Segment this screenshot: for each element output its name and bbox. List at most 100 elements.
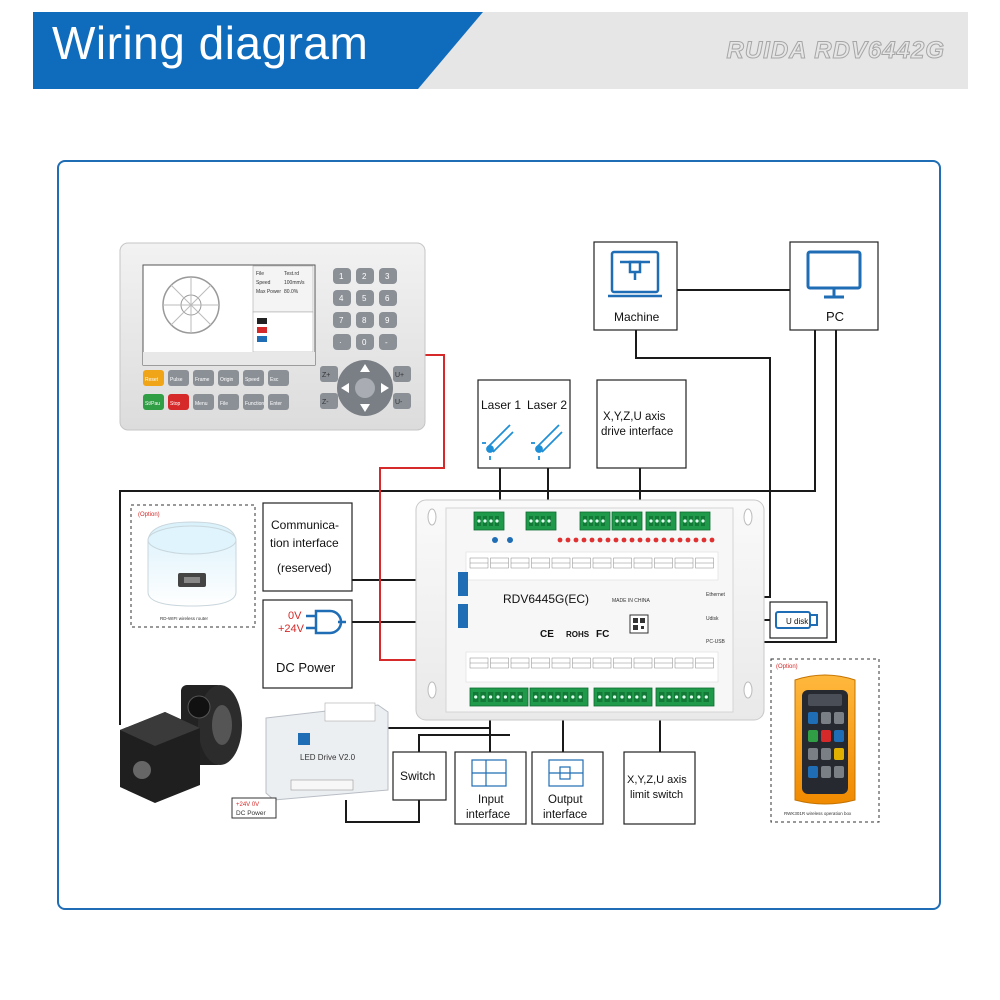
keypad-key: · bbox=[333, 334, 351, 350]
panel-status-speed: Speed bbox=[256, 280, 271, 286]
input-label-line2: interface bbox=[466, 809, 510, 821]
panel-key: Pulse bbox=[168, 370, 189, 386]
led-indicator bbox=[653, 537, 659, 543]
bottom-terminals bbox=[469, 687, 715, 707]
pc-label: PC bbox=[826, 309, 844, 324]
handbox-key bbox=[808, 748, 818, 760]
led-indicator bbox=[605, 537, 611, 543]
fc-mark: FC bbox=[596, 629, 609, 640]
panel-key: Reset bbox=[143, 370, 164, 386]
panel-status-speed-value: 100mm/s bbox=[284, 280, 305, 286]
led-indicator bbox=[557, 537, 563, 543]
keypad-key-label: 0 bbox=[362, 338, 367, 347]
made-in-label: MADE IN CHINA bbox=[612, 598, 650, 604]
drive-label-line2: drive interface bbox=[601, 426, 673, 438]
keypad-key-label: 3 bbox=[385, 272, 390, 281]
led-indicator bbox=[613, 537, 619, 543]
status-leds bbox=[492, 537, 715, 543]
axis-key-z-minus: Z- bbox=[322, 399, 329, 406]
handbox-key bbox=[821, 730, 831, 742]
usb-stick-icon bbox=[775, 611, 818, 629]
port-udisk: Udisk bbox=[706, 616, 719, 622]
laser-box: Laser 1 Laser 2 bbox=[477, 379, 571, 469]
optocoupler-icon bbox=[471, 759, 507, 787]
led-indicator bbox=[685, 537, 691, 543]
panel-status-power-value: 80.0% bbox=[284, 289, 299, 295]
axis-key-z-plus: Z+ bbox=[322, 372, 330, 379]
keypad-key: 7 bbox=[333, 312, 351, 328]
switch-box: Switch bbox=[392, 751, 447, 801]
panel-key-label: File bbox=[220, 401, 228, 407]
keypad-key-label: 7 bbox=[339, 316, 344, 325]
terminal-block bbox=[645, 511, 677, 531]
keypad-key: 3 bbox=[379, 268, 397, 284]
keypad-key: 2 bbox=[356, 268, 374, 284]
keypad-key-label: 5 bbox=[362, 294, 367, 303]
laser1-label: Laser 1 bbox=[481, 398, 521, 412]
machine-box: Machine bbox=[593, 241, 678, 331]
comm-label-line1: Communica- bbox=[271, 518, 339, 532]
output-interface-box: Output interface bbox=[531, 751, 604, 825]
handbox-key bbox=[808, 730, 818, 742]
panel-wires bbox=[379, 354, 446, 661]
power-24v-label: +24V bbox=[278, 623, 305, 635]
wire-led-switch bbox=[345, 800, 420, 823]
panel-key-label: Stop bbox=[170, 401, 181, 407]
led-indicator bbox=[629, 537, 635, 543]
wire-pc-usb bbox=[733, 330, 837, 643]
panel-status-file-value: Test.rd bbox=[284, 271, 299, 277]
panel-key-label: Frame bbox=[195, 377, 210, 383]
led-indicator bbox=[597, 537, 603, 543]
drive-label-line1: X,Y,Z,U axis bbox=[603, 411, 666, 423]
handbox-key bbox=[821, 766, 831, 778]
router-caption: RD-WIFI wireless router bbox=[160, 616, 209, 621]
model-watermark: RUIDA RDV6442G bbox=[726, 37, 945, 65]
led-indicator bbox=[589, 537, 595, 543]
terminal-block bbox=[611, 511, 643, 531]
input-label-line1: Input bbox=[478, 794, 504, 806]
panel-key-label: St/Pau bbox=[145, 401, 160, 407]
comm-label-line3: (reserved) bbox=[277, 561, 332, 575]
panel-key-label: Enter bbox=[270, 401, 282, 407]
panel-key-label: Speed bbox=[245, 377, 260, 383]
axis-key-u-minus: U- bbox=[395, 399, 403, 406]
led-indicator bbox=[693, 537, 699, 543]
keypad-key-label: 2 bbox=[362, 272, 367, 281]
router-option-label: (Option) bbox=[138, 512, 160, 518]
led-indicator bbox=[573, 537, 579, 543]
keypad-key-label: 4 bbox=[339, 294, 344, 303]
axis-key-u-plus: U+ bbox=[395, 372, 404, 379]
machine-label: Machine bbox=[614, 310, 660, 324]
panel-key-label: Esc bbox=[270, 377, 279, 383]
keypad-key-label: · bbox=[339, 338, 342, 347]
keypad-key: 5 bbox=[356, 290, 374, 306]
handbox-key bbox=[834, 730, 844, 742]
terminal-block bbox=[679, 511, 711, 531]
panel-key: Esc bbox=[268, 370, 289, 386]
handbox-key bbox=[834, 712, 844, 724]
drive-interface-box: X,Y,Z,U axis drive interface bbox=[596, 379, 687, 469]
controller-board: RDV6445G(EC) MADE IN CHINA CE ROHS FC Et… bbox=[415, 499, 765, 721]
udisk-label: U disk bbox=[786, 617, 809, 626]
terminal-block bbox=[473, 511, 505, 531]
led-drive-title: LED Drive V2.0 bbox=[300, 753, 356, 762]
panel-key-label: Reset bbox=[145, 377, 159, 383]
terminal-block bbox=[593, 687, 653, 707]
led-indicator bbox=[565, 537, 571, 543]
panel-status-power: Max Power bbox=[256, 289, 281, 295]
panel-key-label: Pulse bbox=[170, 377, 183, 383]
led-indicator bbox=[677, 537, 683, 543]
handbox-caption: RWK301R wireless operation box bbox=[784, 811, 852, 816]
led-indicator bbox=[669, 537, 675, 543]
top-terminals bbox=[473, 511, 711, 531]
keypad-key: 6 bbox=[379, 290, 397, 306]
keypad-key-label: - bbox=[385, 338, 388, 347]
output-label-line1: Output bbox=[548, 794, 583, 806]
panel-key: Menu bbox=[193, 394, 214, 410]
terminal-block bbox=[579, 511, 611, 531]
led-drive-module: LED Drive V2.0 +24V 0V DC Power bbox=[231, 702, 389, 819]
handbox-key bbox=[834, 748, 844, 760]
